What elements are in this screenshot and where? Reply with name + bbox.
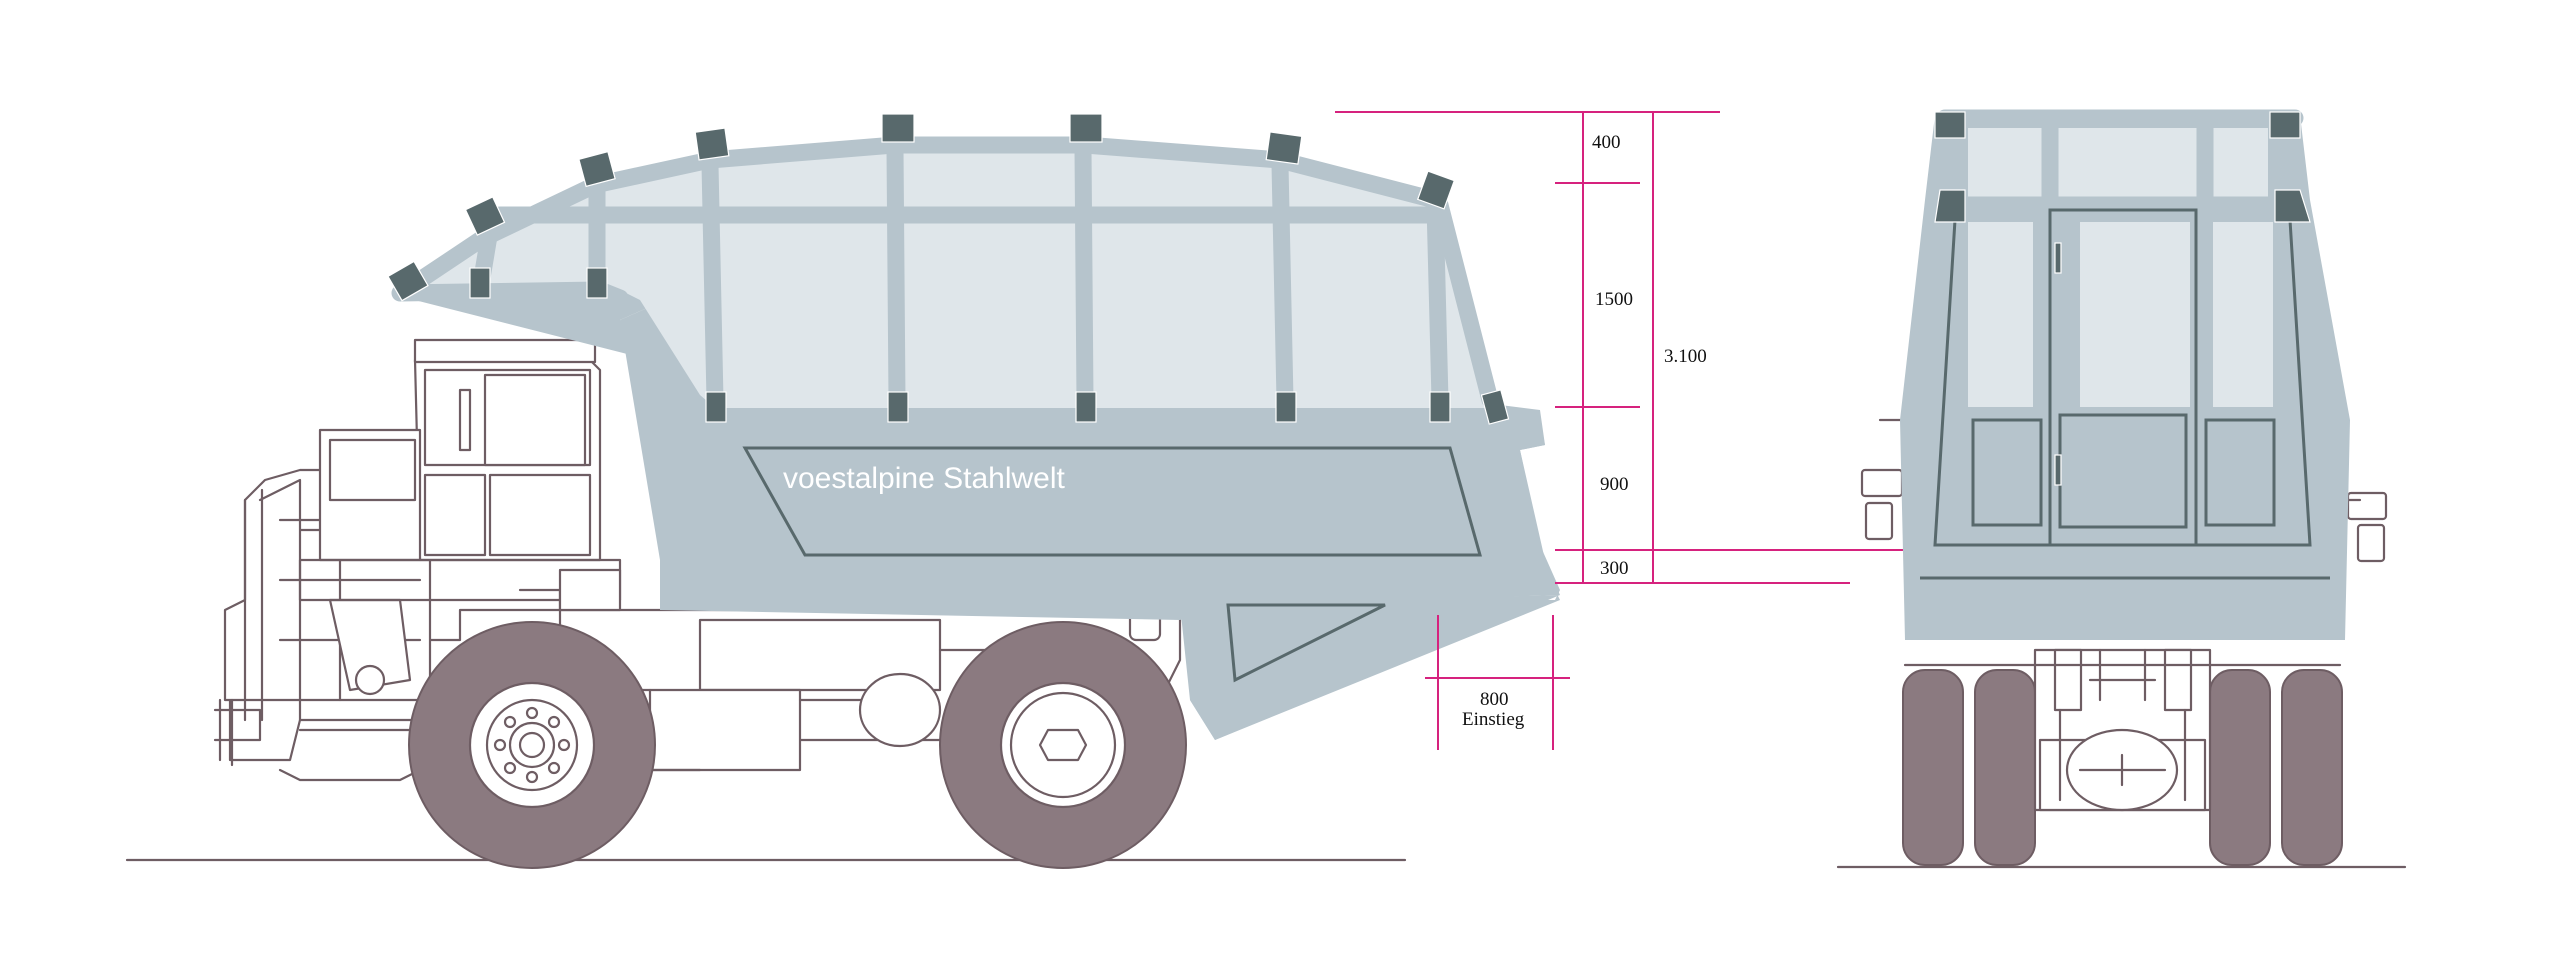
dim-400: 400	[1592, 132, 1621, 153]
bracket	[1275, 391, 1297, 423]
rear-wheel	[939, 621, 1187, 869]
dim-entry-label: Einstieg	[1462, 709, 1525, 730]
bracket	[586, 267, 608, 299]
bracket	[1416, 170, 1456, 210]
bracket	[387, 260, 429, 302]
rear-axle	[1903, 648, 2342, 812]
dim-900: 900	[1600, 474, 1629, 495]
side-view: voestalpine Stahlwelt	[125, 113, 1560, 869]
bracket	[464, 196, 506, 236]
dimension-lines	[1335, 111, 1920, 750]
entry-panel	[1226, 603, 1386, 683]
bracket	[1265, 131, 1303, 165]
dim-1500: 1500	[1595, 289, 1633, 310]
bracket	[887, 391, 909, 423]
dim-total-height: 3.100	[1664, 346, 1707, 367]
dimension-labels: 400 1500 900 300 3.100 800 Einstieg	[1462, 132, 1707, 730]
bracket	[694, 127, 730, 161]
rear-view	[1836, 109, 2407, 869]
bracket	[705, 391, 727, 423]
bracket	[1069, 113, 1103, 143]
bracket	[578, 150, 616, 188]
rear-tyres	[1902, 669, 2343, 866]
cab	[298, 338, 622, 632]
brand-panel: voestalpine Stahlwelt	[742, 446, 1482, 557]
rear-body	[1900, 109, 2350, 640]
bracket	[469, 267, 491, 299]
brand-label: voestalpine Stahlwelt	[783, 462, 1066, 495]
dim-entry-width: 800	[1480, 689, 1509, 710]
front-wheel	[408, 621, 656, 869]
bracket	[881, 113, 915, 143]
bracket	[1480, 389, 1510, 425]
dim-300: 300	[1600, 558, 1629, 579]
bracket	[1075, 391, 1097, 423]
canopy-brackets	[387, 113, 1510, 425]
bracket	[1429, 391, 1451, 423]
